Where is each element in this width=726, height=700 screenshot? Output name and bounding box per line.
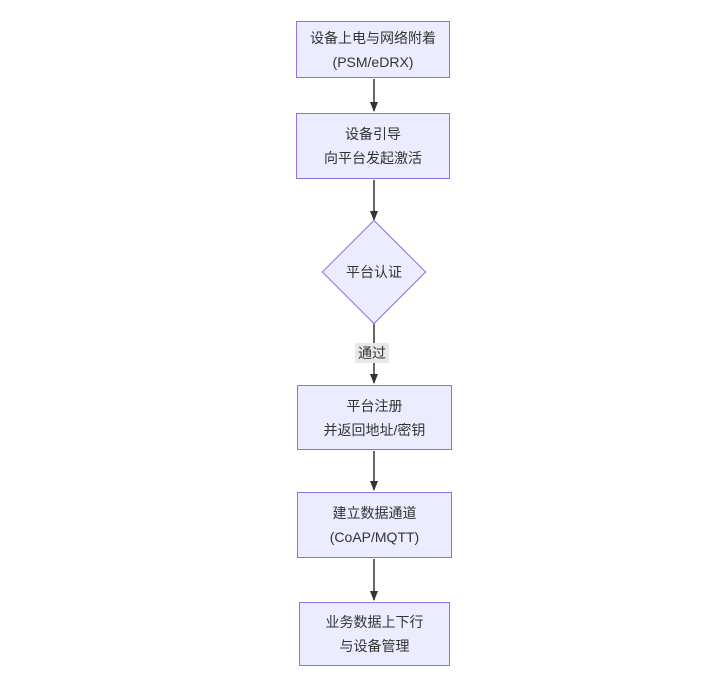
node-device-boot: 设备引导 向平台发起激活	[296, 113, 450, 179]
node-label: 平台认证	[346, 264, 402, 280]
node-label: 并返回地址/密钥	[323, 421, 426, 438]
node-label: 与设备管理	[339, 638, 410, 654]
edge-label-pass: 通过	[355, 343, 389, 363]
node-label: 向平台发起激活	[324, 150, 422, 166]
node-label: (CoAP/MQTT)	[329, 529, 420, 545]
node-label: 建立数据通道	[332, 505, 417, 521]
node-platform-auth: 平台认证	[321, 219, 427, 325]
node-platform-register: 平台注册 并返回地址/密钥	[297, 385, 452, 450]
node-label: 设备上电与网络附着	[310, 29, 436, 46]
node-label: 设备引导	[345, 126, 401, 142]
node-label: 平台注册	[346, 397, 403, 414]
node-power-network-attach: 设备上电与网络附着 (PSM/eDRX)	[296, 21, 450, 78]
node-data-channel: 建立数据通道 (CoAP/MQTT)	[297, 492, 452, 558]
node-label: (PSM/eDRX)	[332, 53, 414, 70]
node-business-data: 业务数据上下行 与设备管理	[299, 602, 450, 666]
node-label: 业务数据上下行	[325, 614, 424, 630]
